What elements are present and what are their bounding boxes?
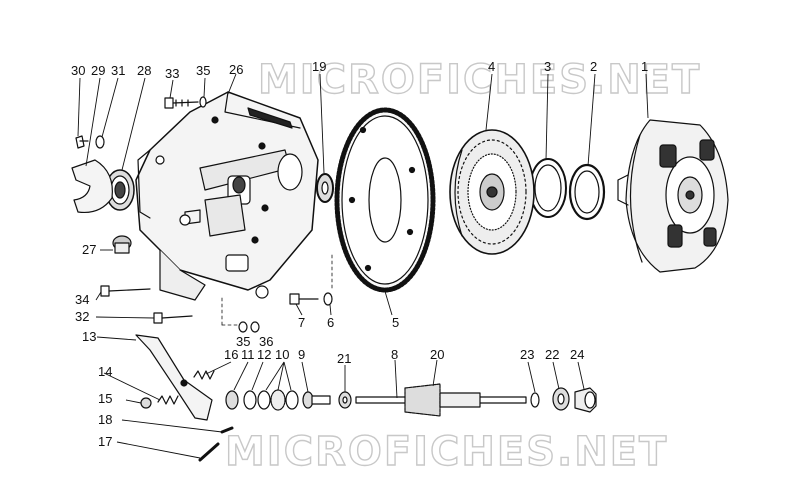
washer-part-35-bottom [238, 321, 248, 333]
washer-part-31 [95, 135, 105, 149]
callout-14: 14 [98, 364, 112, 379]
callout-23: 23 [520, 347, 534, 362]
bolt-part-32 [153, 312, 193, 324]
pushrod-end-part-9 [302, 391, 331, 409]
callout-17: 17 [98, 434, 112, 449]
callout-16: 16 [224, 347, 238, 362]
callout-30: 30 [71, 63, 85, 78]
callout-35-top: 35 [196, 63, 210, 78]
spring-part-16 [193, 370, 215, 380]
washer-part-6 [323, 292, 333, 306]
callout-7: 7 [298, 315, 305, 330]
spring-part-14 [157, 395, 179, 405]
seal-part-19 [316, 173, 334, 203]
flywheel-part-5 [334, 107, 436, 293]
bushing-part-21 [338, 391, 352, 409]
callout-13: 13 [82, 329, 96, 344]
watermark-top: MICROFICHES.NET [258, 57, 701, 103]
ring-part-2 [568, 163, 606, 221]
callout-12: 12 [257, 347, 271, 362]
callout-20: 20 [430, 347, 444, 362]
clutch-disc-part-4 [449, 129, 535, 255]
callout-32: 32 [75, 309, 89, 324]
callout-35-bottom: 35 [236, 334, 250, 349]
nut-part-15 [140, 397, 152, 409]
watermark-bottom: MICROFICHES.NET [225, 429, 668, 475]
bell-housing-part-26 [135, 91, 319, 301]
callout-11: 11 [241, 347, 255, 362]
callout-21: 21 [337, 351, 351, 366]
nut-part-24 [574, 387, 597, 413]
washer-part-35-top [199, 96, 207, 108]
plug-part-27 [112, 235, 132, 254]
callout-27: 27 [82, 242, 96, 257]
callout-2: 2 [590, 59, 597, 74]
lever-part-13 [135, 334, 213, 421]
callout-9: 9 [298, 347, 305, 362]
callout-34: 34 [75, 292, 89, 307]
pin-part-17 [198, 442, 220, 462]
screw-part-30 [75, 135, 89, 149]
spring-ring-part-3 [529, 158, 567, 218]
bearing-part-10 [257, 389, 299, 411]
callout-3: 3 [544, 59, 551, 74]
washer-part-12 [243, 390, 257, 410]
bushing-part-11 [225, 390, 239, 410]
callout-29: 29 [91, 63, 105, 78]
washer-part-36 [250, 321, 260, 333]
bolt-part-33 [164, 97, 199, 109]
callout-31: 31 [111, 63, 125, 78]
callout-1: 1 [641, 59, 648, 74]
assembly-lines [221, 254, 333, 326]
retaining-plate-part-29 [71, 159, 113, 214]
callout-6: 6 [327, 315, 334, 330]
gear-part-20 [404, 383, 481, 417]
bolt-part-7 [289, 293, 319, 305]
pin-part-18 [220, 426, 234, 434]
bearing-part-22 [552, 387, 570, 411]
callout-24: 24 [570, 347, 584, 362]
callout-33: 33 [165, 66, 179, 81]
clutch-cover-part-1 [617, 119, 729, 273]
callout-26: 26 [229, 62, 243, 77]
bolt-part-34 [100, 285, 151, 297]
callout-19: 19 [312, 59, 326, 74]
callout-15: 15 [98, 391, 112, 406]
callout-8: 8 [391, 347, 398, 362]
ring-part-23 [530, 392, 540, 408]
callout-22: 22 [545, 347, 559, 362]
callout-10: 10 [275, 347, 289, 362]
callout-18: 18 [98, 412, 112, 427]
callout-5: 5 [392, 315, 399, 330]
callout-4: 4 [488, 59, 495, 74]
callout-36: 36 [259, 334, 273, 349]
callout-leaders [77, 73, 649, 459]
callout-28: 28 [137, 63, 151, 78]
